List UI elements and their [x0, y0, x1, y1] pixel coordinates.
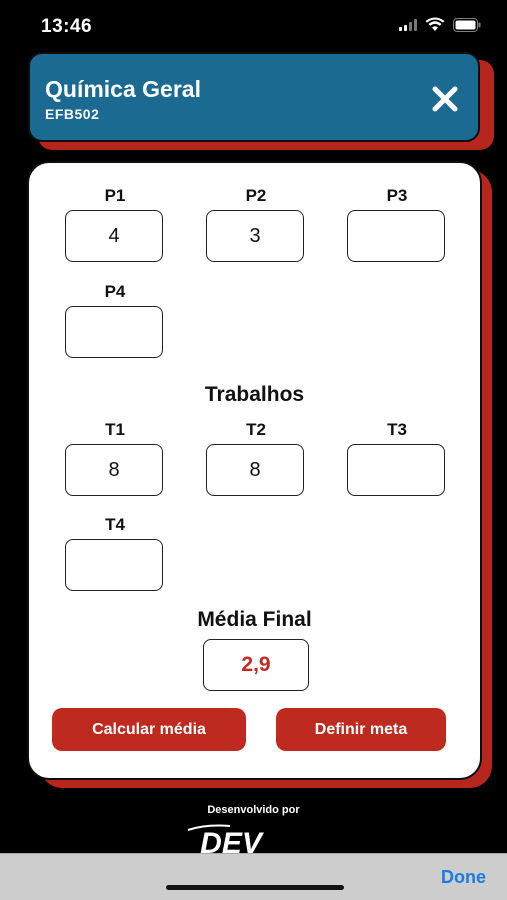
keyboard-toolbar: Done — [0, 853, 507, 900]
course-header-card: Química Geral EFB502 — [28, 52, 480, 142]
definir-meta-button[interactable]: Definir meta — [276, 708, 446, 751]
grade-p2: P2 — [206, 185, 306, 262]
status-bar: 13:46 — [0, 0, 507, 50]
grade-t4: T4 — [65, 514, 165, 591]
grade-t2: T2 — [206, 419, 306, 496]
status-time: 13:46 — [41, 16, 93, 37]
grade-input-p1[interactable] — [65, 210, 163, 262]
grade-input-t1[interactable] — [65, 444, 163, 496]
grade-label-p1: P1 — [104, 186, 126, 205]
grade-p1: P1 — [65, 185, 165, 262]
developed-by-text: Desenvolvido por — [207, 804, 300, 816]
grade-input-p3[interactable] — [347, 210, 445, 262]
course-code: EFB502 — [45, 106, 100, 122]
close-icon — [432, 86, 458, 112]
wifi-icon — [425, 17, 445, 32]
grade-label-t1: T1 — [105, 420, 125, 439]
grade-t3: T3 — [347, 419, 447, 496]
grade-label-p3: P3 — [386, 186, 408, 205]
grade-label-p4: P4 — [104, 282, 126, 301]
grade-input-t2[interactable] — [206, 444, 304, 496]
grade-t1: T1 — [65, 419, 165, 496]
dev-logo-text: DEV — [200, 827, 265, 856]
status-icons — [399, 17, 481, 32]
grades-card: P1 P2 P3 P4 Trabalhos T1 T2 T3 T4 Média … — [27, 161, 482, 780]
course-title: Química Geral — [45, 76, 201, 102]
calcular-media-button[interactable]: Calcular média — [52, 708, 246, 751]
close-button[interactable] — [430, 84, 460, 114]
grade-label-p2: P2 — [245, 186, 267, 205]
grade-input-t4[interactable] — [65, 539, 163, 591]
grade-input-p2[interactable] — [206, 210, 304, 262]
grade-input-t3[interactable] — [347, 444, 445, 496]
grade-input-p4[interactable] — [65, 306, 163, 358]
grade-p4: P4 — [65, 281, 165, 358]
battery-icon — [453, 17, 481, 32]
done-button[interactable]: Done — [441, 867, 486, 887]
grade-p3: P3 — [347, 185, 447, 262]
cellular-signal-icon — [399, 18, 417, 31]
grade-label-t3: T3 — [387, 420, 407, 439]
grade-label-t2: T2 — [246, 420, 266, 439]
grade-label-t4: T4 — [105, 515, 125, 534]
media-final-title: Média Final — [197, 608, 312, 631]
home-indicator — [166, 885, 344, 890]
dev-logo: DEV — [187, 824, 265, 856]
trabalhos-title: Trabalhos — [204, 383, 305, 406]
media-final-value: 2,9 — [203, 639, 309, 691]
